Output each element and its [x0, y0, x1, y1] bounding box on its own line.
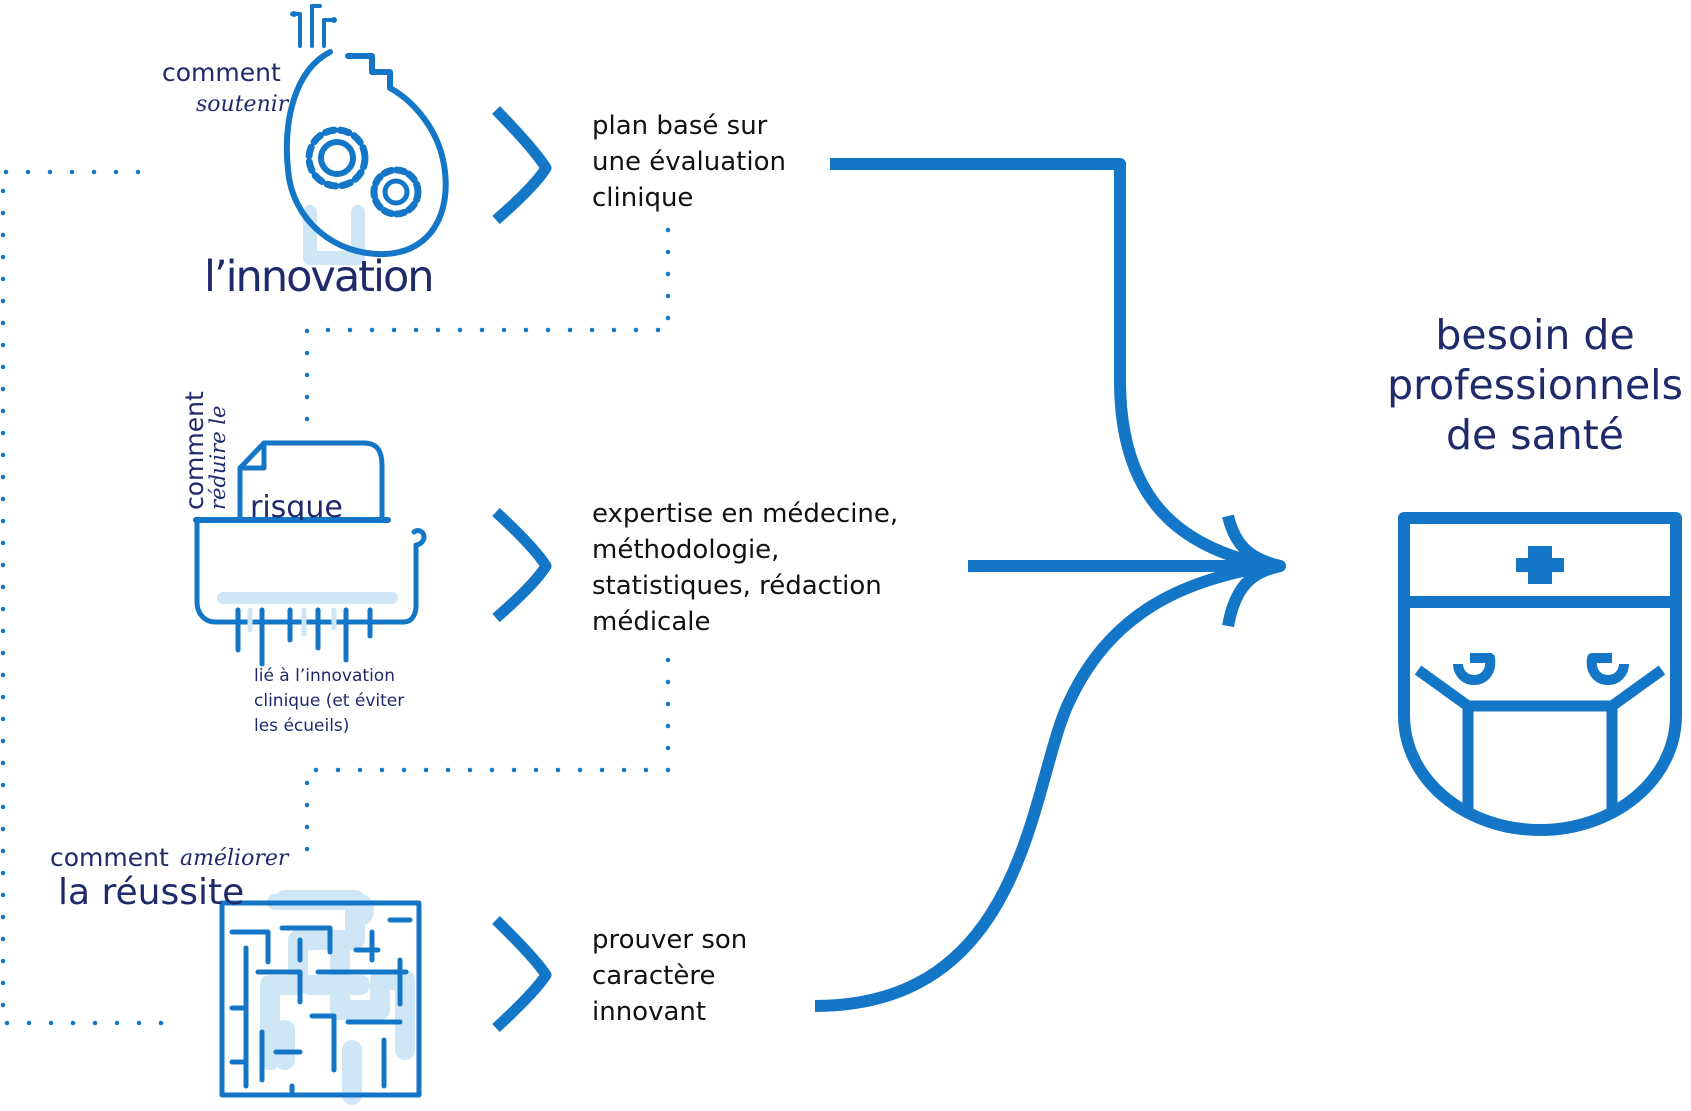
- description-line: plan basé sur: [592, 111, 768, 141]
- caption-prefix-risque: comment: [180, 391, 209, 510]
- dotted-connectors: [0, 169, 671, 1026]
- caption-sub-risque: lié à l’innovation clinique (et éviter l…: [254, 664, 404, 739]
- description-line: prouver son: [592, 925, 748, 955]
- description-line: une évaluation: [592, 147, 786, 177]
- description-3: prouver son caractère innovant: [592, 922, 747, 1030]
- description-line: médicale: [592, 607, 711, 637]
- caption-sub-line: les écueils): [254, 716, 350, 736]
- description-2: expertise en médecine, méthodologie, sta…: [592, 496, 898, 640]
- caption-sub-line: lié à l’innovation: [254, 666, 395, 686]
- dotted-outer-loop: [0, 169, 183, 1026]
- heart-gears-icon: [283, 4, 449, 265]
- masked-healthcare-worker-icon: [1398, 512, 1682, 836]
- description-line: innovant: [592, 997, 707, 1027]
- description-line: expertise en médecine,: [592, 499, 899, 529]
- caption-italic-innovation: soutenir: [196, 92, 289, 117]
- caption-italic-reussite: améliorer: [180, 846, 289, 871]
- description-line: clinique: [592, 183, 694, 213]
- caption-sub-line: clinique (et éviter: [254, 691, 405, 711]
- maze-intestine-icon: [219, 890, 422, 1105]
- caption-title-risque: risque: [250, 490, 343, 520]
- description-line: statistiques, rédaction: [592, 571, 882, 601]
- flow-line-bottom: [814, 560, 1271, 1012]
- caption-prefix-innovation: comment: [162, 58, 281, 87]
- target-title: besoin de professionnels de santé: [1370, 310, 1691, 460]
- target-title-line: professionnels: [1387, 361, 1683, 409]
- description-line: caractère: [592, 961, 716, 991]
- bracket-3: [492, 916, 552, 1033]
- caption-title-innovation: l’innovation: [204, 252, 435, 302]
- bracket-1: [492, 106, 552, 225]
- document-shredder-icon: [193, 440, 427, 667]
- caption-title-reussite: la réussite: [58, 872, 245, 913]
- flow-line-top: [830, 158, 1272, 572]
- dotted-link-1-2: [304, 227, 671, 423]
- description-line: méthodologie,: [592, 535, 780, 565]
- arrow-head: [1222, 514, 1286, 628]
- caption-prefix-reussite: comment: [50, 843, 169, 872]
- flow-lines: [814, 158, 1286, 1012]
- target-title-line: besoin de: [1435, 311, 1635, 359]
- target-title-line: de santé: [1445, 411, 1625, 459]
- caption-italic-risque: réduire le: [206, 405, 230, 510]
- description-1: plan basé sur une évaluation clinique: [592, 108, 786, 216]
- brackets: [492, 106, 552, 1033]
- bracket-2: [492, 507, 552, 623]
